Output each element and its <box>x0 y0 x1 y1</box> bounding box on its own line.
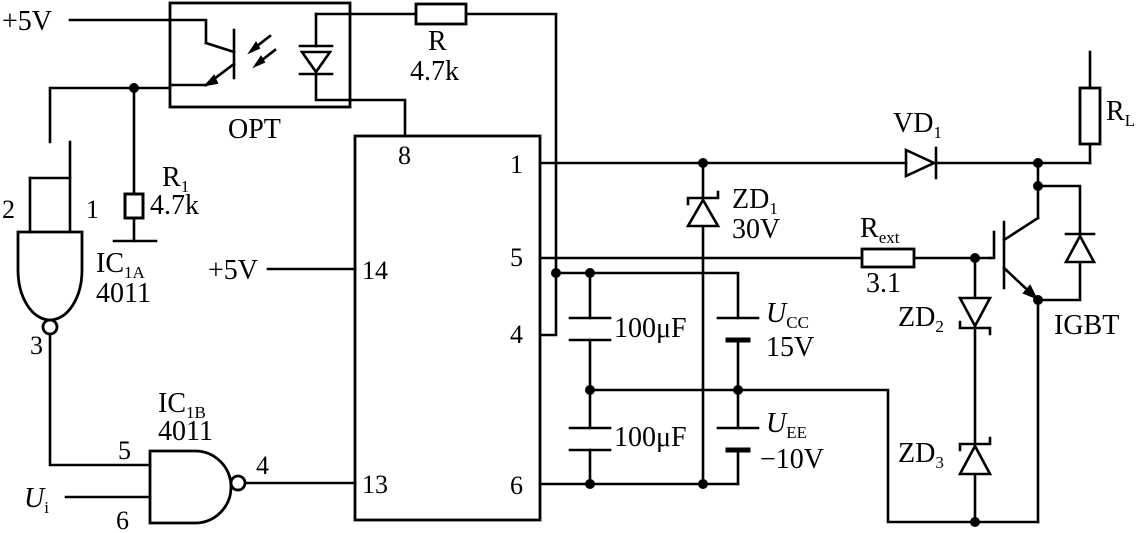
igbt-transistor <box>988 216 1040 300</box>
capacitor-c1 <box>568 316 612 342</box>
svg-text:IC1A: IC1A <box>96 248 146 282</box>
nand-gate-ic1b <box>148 449 247 525</box>
plus5v-top-label: +5V <box>2 6 52 37</box>
zd3-name: ZD <box>898 438 935 469</box>
rl-sub: L <box>1125 111 1135 130</box>
driver-ic <box>353 134 542 522</box>
cap2-label: 100μF <box>614 422 687 453</box>
ic1a-name: IC <box>96 248 124 279</box>
zd2-sub: 2 <box>935 317 944 336</box>
resistor-rext <box>860 247 916 269</box>
zener-zd3 <box>957 436 993 476</box>
igbt-label: IGBT <box>1054 310 1119 341</box>
ic1a-part: 4011 <box>96 278 151 309</box>
svg-text:IC1B: IC1B <box>158 388 206 422</box>
rext-name: R <box>860 213 879 244</box>
svg-text:RL: RL <box>1106 96 1135 130</box>
svg-text:UEE: UEE <box>766 408 807 442</box>
rext-value: 3.1 <box>866 268 901 299</box>
rl-name: R <box>1106 96 1125 127</box>
svg-text:ZD1: ZD1 <box>732 184 778 218</box>
ic1a-pin-out: 3 <box>30 331 43 360</box>
ic1a-pin-b: 1 <box>86 195 99 224</box>
driver-pin6: 6 <box>510 471 523 500</box>
ic1b-pin-out: 4 <box>256 451 269 480</box>
zener-zd2 <box>957 296 993 336</box>
svg-text:ZD2: ZD2 <box>898 302 944 336</box>
svg-text:Ui: Ui <box>24 483 49 517</box>
zd1-name: ZD <box>732 184 769 215</box>
uee-sub: EE <box>786 423 807 442</box>
driver-pin5: 5 <box>510 243 523 272</box>
capacitor-c2 <box>568 426 612 452</box>
svg-text:Rext: Rext <box>860 213 900 247</box>
uee-name: U <box>766 408 788 439</box>
resistor-r1 <box>123 192 145 220</box>
driver-pin13: 13 <box>362 470 388 499</box>
driver-pin14: 14 <box>362 256 388 285</box>
zd3-sub: 3 <box>935 453 944 472</box>
vd1-sub: 1 <box>933 123 942 142</box>
resistor-r-value: 4.7k <box>410 56 459 87</box>
zener-zd1 <box>685 190 721 228</box>
cap1-label: 100μF <box>614 313 687 344</box>
diode-igbt-freewheel <box>1063 232 1097 264</box>
svg-text:R1: R1 <box>162 162 189 196</box>
zd1-sub: 1 <box>769 199 778 218</box>
optocoupler <box>168 1 352 109</box>
uee-value: −10V <box>760 444 824 475</box>
ic1b-pin-a: 5 <box>118 436 131 465</box>
ucc-name: U <box>766 298 788 329</box>
ic1b-name: IC <box>158 388 186 419</box>
vd1-name: VD <box>893 108 933 139</box>
input-sub: i <box>44 498 49 517</box>
diode-vd1 <box>904 146 938 180</box>
junction-dots <box>129 83 1043 527</box>
ucc-value: 15V <box>766 332 814 363</box>
opt-label: OPT <box>228 114 281 145</box>
ic1a-pin-a: 2 <box>2 195 15 224</box>
zd2-name: ZD <box>898 302 935 333</box>
ucc-sub: CC <box>786 313 809 332</box>
driver-pin8: 8 <box>398 141 411 170</box>
battery-ucc <box>716 316 760 343</box>
resistor-rl <box>1078 86 1102 146</box>
ic1b-part: 4011 <box>158 416 213 447</box>
ic1b-sub: 1B <box>186 403 206 422</box>
svg-text:VD1: VD1 <box>893 108 942 142</box>
r1-value: 4.7k <box>150 190 199 221</box>
resistor-r <box>414 2 468 26</box>
resistor-r-name: R <box>428 26 447 57</box>
driver-pin1: 1 <box>510 150 523 179</box>
svg-text:UCC: UCC <box>766 298 809 332</box>
battery-uee <box>716 426 760 453</box>
input-name: U <box>24 483 46 514</box>
ic1b-pin-b: 6 <box>116 506 129 533</box>
rext-sub: ext <box>879 228 900 247</box>
svg-text:ZD3: ZD3 <box>898 438 944 472</box>
plus5v-pin14-label: +5V <box>208 255 258 286</box>
ic1a-sub: 1A <box>124 263 146 282</box>
driver-pin4: 4 <box>510 320 523 349</box>
zd1-value: 30V <box>732 214 780 245</box>
r1-name: R <box>162 162 181 193</box>
r1-sub: 1 <box>181 177 190 196</box>
nand-gate-ic1a <box>16 176 84 336</box>
